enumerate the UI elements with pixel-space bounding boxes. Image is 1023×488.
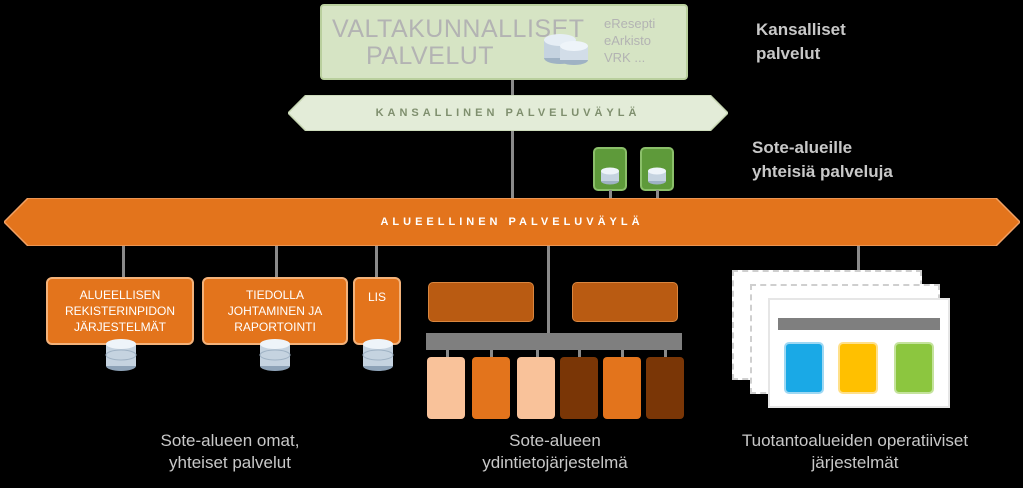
connector-line (609, 190, 612, 199)
regional-registry-box: ALUEELLISEN REKISTERINPIDON JÄRJESTELMÄT (46, 277, 194, 345)
core-module-block (646, 357, 684, 419)
core-module-block (517, 357, 555, 419)
core-module-block (560, 357, 598, 419)
box-text-line: RAPORTOINTI (234, 320, 316, 334)
national-services-list: eResepti eArkisto VRK ... (604, 15, 655, 66)
connector-line (578, 350, 581, 358)
side-label-line: yhteisiä palveluja (752, 162, 893, 181)
caption-line: Sote-alueen omat, (160, 431, 300, 450)
national-service-item: eResepti (604, 16, 656, 31)
caption-line: järjestelmät (811, 453, 899, 472)
box-text-line: JÄRJESTELMÄT (73, 320, 166, 334)
lis-box: LIS (353, 277, 401, 345)
knowledge-management-box: TIEDOLLA JOHTAMINEN JA RAPORTOINTI (202, 277, 348, 345)
side-label-line: Kansalliset (756, 20, 846, 39)
own-services-caption: Sote-alueen omat, yhteiset palvelut (110, 430, 350, 474)
core-module-block (603, 357, 641, 419)
shared-service-box (593, 147, 627, 191)
caption-line: ydintietojärjestelmä (482, 453, 628, 472)
production-system-front (768, 298, 950, 408)
national-services-title: VALTAKUNNALLISET PALVELUT (332, 15, 585, 70)
connector-line (490, 350, 493, 358)
connector-line (122, 246, 125, 278)
core-system-top-box (572, 282, 678, 322)
box-text-line: REKISTERINPIDON (64, 304, 175, 318)
caption-line: Tuotantoalueiden operatiiviset (741, 431, 969, 450)
side-label-line: Sote-alueille (752, 138, 853, 157)
connector-line (275, 246, 278, 278)
core-module-block (472, 357, 510, 419)
connector-line (511, 80, 514, 96)
shared-services-side-label: Sote-alueille yhteisiä palveluja (752, 136, 893, 184)
national-services-title-line1: VALTAKUNNALLISET (332, 15, 585, 43)
national-service-bus-label: KANSALLINEN PALVELUVÄYLÄ (375, 107, 641, 119)
connector-line (375, 246, 378, 278)
database-icon (648, 167, 666, 185)
connector-line (656, 190, 659, 199)
caption-line: yhteiset palvelut (169, 453, 291, 472)
regional-service-bus-label: ALUEELLINEN PALVELUVÄYLÄ (380, 216, 644, 228)
connector-line (664, 350, 667, 358)
box-text-line: ALUEELLISEN (79, 288, 161, 302)
database-icon (259, 339, 291, 371)
production-module-green (894, 342, 934, 394)
box-text-line: LIS (367, 290, 386, 304)
national-services-title-line2: PALVELUT (365, 42, 495, 70)
shared-service-box (640, 147, 674, 191)
side-label-line: palvelut (756, 44, 821, 63)
national-service-item: eArkisto (604, 33, 651, 48)
national-services-box: VALTAKUNNALLISET PALVELUT eResepti eArki… (320, 4, 688, 80)
database-icon (544, 34, 588, 65)
connector-line (446, 350, 449, 358)
national-service-bus (288, 95, 728, 131)
box-text-line: JOHTAMINEN JA (227, 304, 323, 318)
core-system-top-box (428, 282, 534, 322)
database-icon (105, 339, 137, 371)
national-service-item: VRK ... (604, 50, 646, 65)
core-system-bar (426, 333, 682, 350)
core-module-block (427, 357, 465, 419)
database-icon (362, 339, 394, 371)
production-module-yellow (838, 342, 878, 394)
core-system-caption: Sote-alueen ydintietojärjestelmä (430, 430, 680, 474)
connector-line (621, 350, 624, 358)
regional-service-bus (4, 198, 1020, 246)
national-services-side-label: Kansalliset palvelut (756, 18, 846, 66)
production-systems-caption: Tuotantoalueiden operatiiviset järjestel… (700, 430, 1010, 474)
production-system-bar (778, 318, 940, 330)
database-icon (601, 167, 619, 185)
box-text-line: TIEDOLLA (245, 288, 304, 302)
connector-line (536, 350, 539, 358)
connector-line (511, 131, 514, 199)
caption-line: Sote-alueen (509, 431, 601, 450)
production-module-blue (784, 342, 824, 394)
connector-line (547, 246, 550, 334)
